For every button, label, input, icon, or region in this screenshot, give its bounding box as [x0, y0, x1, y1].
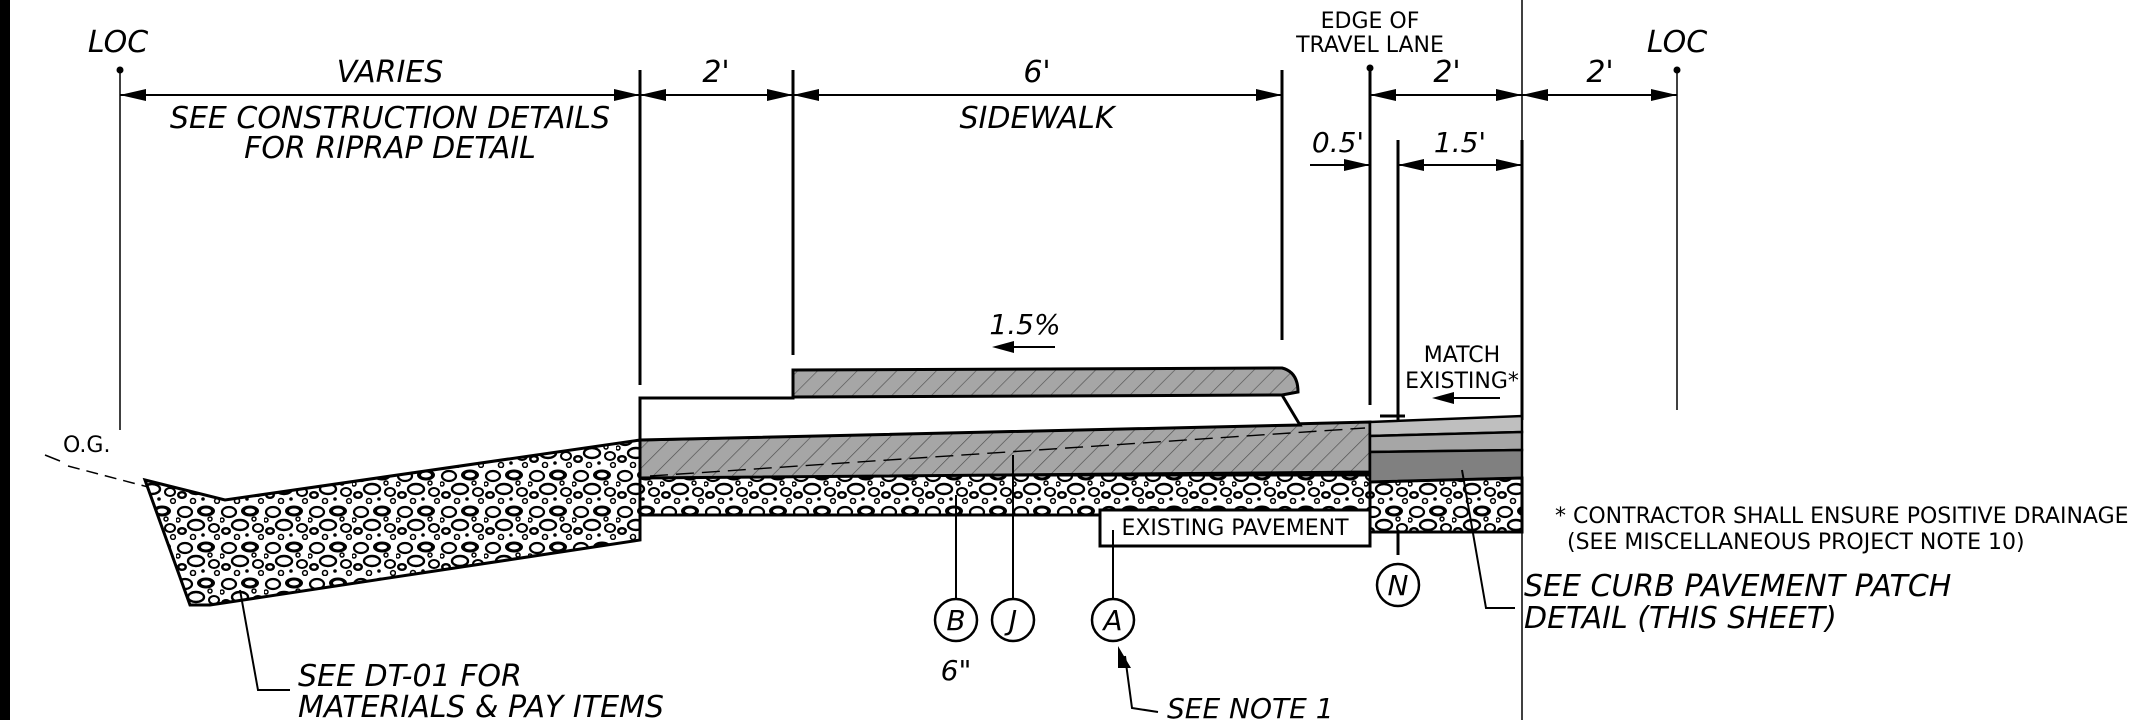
- dt-01-line2: MATERIALS & PAY ITEMS: [298, 690, 664, 720]
- riprap-note-line2: FOR RIPRAP DETAIL: [244, 131, 536, 166]
- dim-varies-label: VARIES: [337, 55, 444, 90]
- callout-j-circle: [990, 597, 1036, 643]
- loc-left-point: [116, 66, 124, 74]
- curb-patch-line2: DETAIL (THIS SHEET): [1524, 601, 1837, 636]
- sidewalk-slab-hatch: [793, 368, 1298, 397]
- riprap-note-line1: SEE CONSTRUCTION DETAILS: [170, 101, 610, 136]
- dim-15-label: 1.5': [1434, 126, 1486, 159]
- og-tick: [44, 454, 61, 462]
- riprap-slope: [142, 438, 642, 607]
- dim-2ft-label-c: 2': [1586, 55, 1613, 90]
- og-label: O.G.: [63, 433, 110, 458]
- sidewalk-label: SIDEWALK: [959, 101, 1116, 136]
- callout-n-label: N: [1388, 569, 1409, 602]
- patch-subbase: [1368, 476, 1524, 534]
- loc-right-point: [1673, 66, 1681, 74]
- callout-b-circle: [933, 597, 979, 643]
- see-note-leader: [1118, 646, 1159, 713]
- existing-pavement-box: [1098, 508, 1372, 548]
- dimension-string-top: [120, 89, 1677, 101]
- subgrade-dashed-line: [649, 427, 1366, 477]
- callout-a-circle: [1090, 597, 1136, 643]
- callout-b-label: B: [946, 604, 965, 637]
- callout-a-label: A: [1101, 604, 1122, 637]
- drainage-note-line1: * CONTRACTOR SHALL ENSURE POSITIVE DRAIN…: [1555, 504, 2129, 529]
- dim-2ft-label-a: 2': [702, 55, 729, 90]
- slope-arrow: [992, 341, 1055, 353]
- patch-layer-mid: [1368, 430, 1524, 454]
- slope-label: 1.5%: [989, 308, 1060, 341]
- sheet-border: [0, 0, 10, 720]
- dim-05-label: 0.5': [1312, 126, 1364, 159]
- dt-01-leader: [239, 589, 290, 691]
- edge-of-travel-lane-line1: EDGE OF: [1321, 9, 1420, 34]
- callout-n-circle: [1375, 562, 1421, 608]
- see-note-1-label: SEE NOTE 1: [1167, 692, 1334, 720]
- dimension-string-curb: [1310, 159, 1522, 171]
- existing-pavement-label: EXISTING PAVEMENT: [1121, 516, 1349, 541]
- dim-2ft-label-b: 2': [1433, 55, 1460, 90]
- edge-point: [1366, 64, 1374, 72]
- loc-left-label: LOC: [88, 25, 148, 60]
- match-existing-line1: MATCH: [1424, 343, 1500, 368]
- match-existing-line2: EXISTING*: [1405, 369, 1519, 394]
- curb-patch-leader: [1461, 469, 1515, 609]
- loc-right-label: LOC: [1647, 25, 1707, 60]
- dt-01-line1: SEE DT-01 FOR: [298, 659, 522, 694]
- edge-of-travel-lane-line2: TRAVEL LANE: [1295, 33, 1444, 58]
- curb-patch-line1: SEE CURB PAVEMENT PATCH: [1524, 569, 1951, 604]
- dim-6ft-label: 6': [1023, 55, 1050, 90]
- drainage-note-line2: (SEE MISCELLANEOUS PROJECT NOTE 10): [1567, 530, 2025, 555]
- match-arrow: [1432, 392, 1500, 404]
- thickness-6in-label: 6": [941, 654, 972, 687]
